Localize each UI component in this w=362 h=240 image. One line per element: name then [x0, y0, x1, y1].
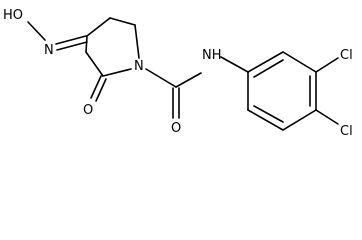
oxime-group: [27, 21, 88, 51]
dichlorophenyl-ring: [247, 51, 317, 131]
chemical-structure: HO N N O O NH Cl Cl: [3, 8, 353, 139]
bond-carbonyl-nh: [175, 72, 202, 88]
pyrrolidinone-ring: [85, 17, 140, 77]
bond-c2-c3: [85, 51, 104, 77]
chlorine-3-label: Cl: [340, 48, 353, 63]
bond-c4-c5: [86, 17, 111, 37]
bond-ar-1-2: [247, 51, 284, 73]
bond-c3-c4: [85, 35, 88, 53]
amide-oxygen-label: O: [171, 121, 181, 136]
carboxamide-group: [145, 56, 249, 119]
bond-c6-n: [134, 24, 140, 59]
ketone-oxygen-label: O: [83, 103, 93, 118]
bond-n-o-oxime: [27, 21, 46, 41]
bond-c2-o-a: [90, 75, 102, 99]
bond-ar-5-6: [247, 109, 284, 131]
bond-nh-phenyl: [220, 56, 249, 73]
bond-ar-2-3: [282, 51, 317, 73]
bond-c5-c6: [109, 17, 136, 26]
amide-nh-label: NH: [202, 48, 222, 63]
bond-ar-double-a: [253, 59, 284, 78]
bond-c3-n-oxime-b: [56, 41, 88, 51]
ring-nitrogen-label: N: [134, 59, 144, 74]
chlorine-4-label: Cl: [340, 124, 353, 139]
bond-ar-4-5: [282, 109, 317, 131]
bond-c3-cl: [315, 57, 339, 73]
bond-n-carbonyl: [145, 68, 177, 88]
bond-c2-o-b: [95, 78, 107, 102]
bond-n-c2: [102, 68, 132, 77]
oxime-nitrogen-label: N: [44, 43, 54, 58]
ring-ketone: [90, 75, 107, 102]
bond-c3-n-oxime-a: [55, 35, 87, 45]
bond-ar-double-c: [253, 105, 284, 123]
bond-c4-cl: [315, 109, 339, 125]
hydroxyl-label: HO: [3, 8, 23, 23]
chlorine-substituents: [315, 57, 339, 125]
